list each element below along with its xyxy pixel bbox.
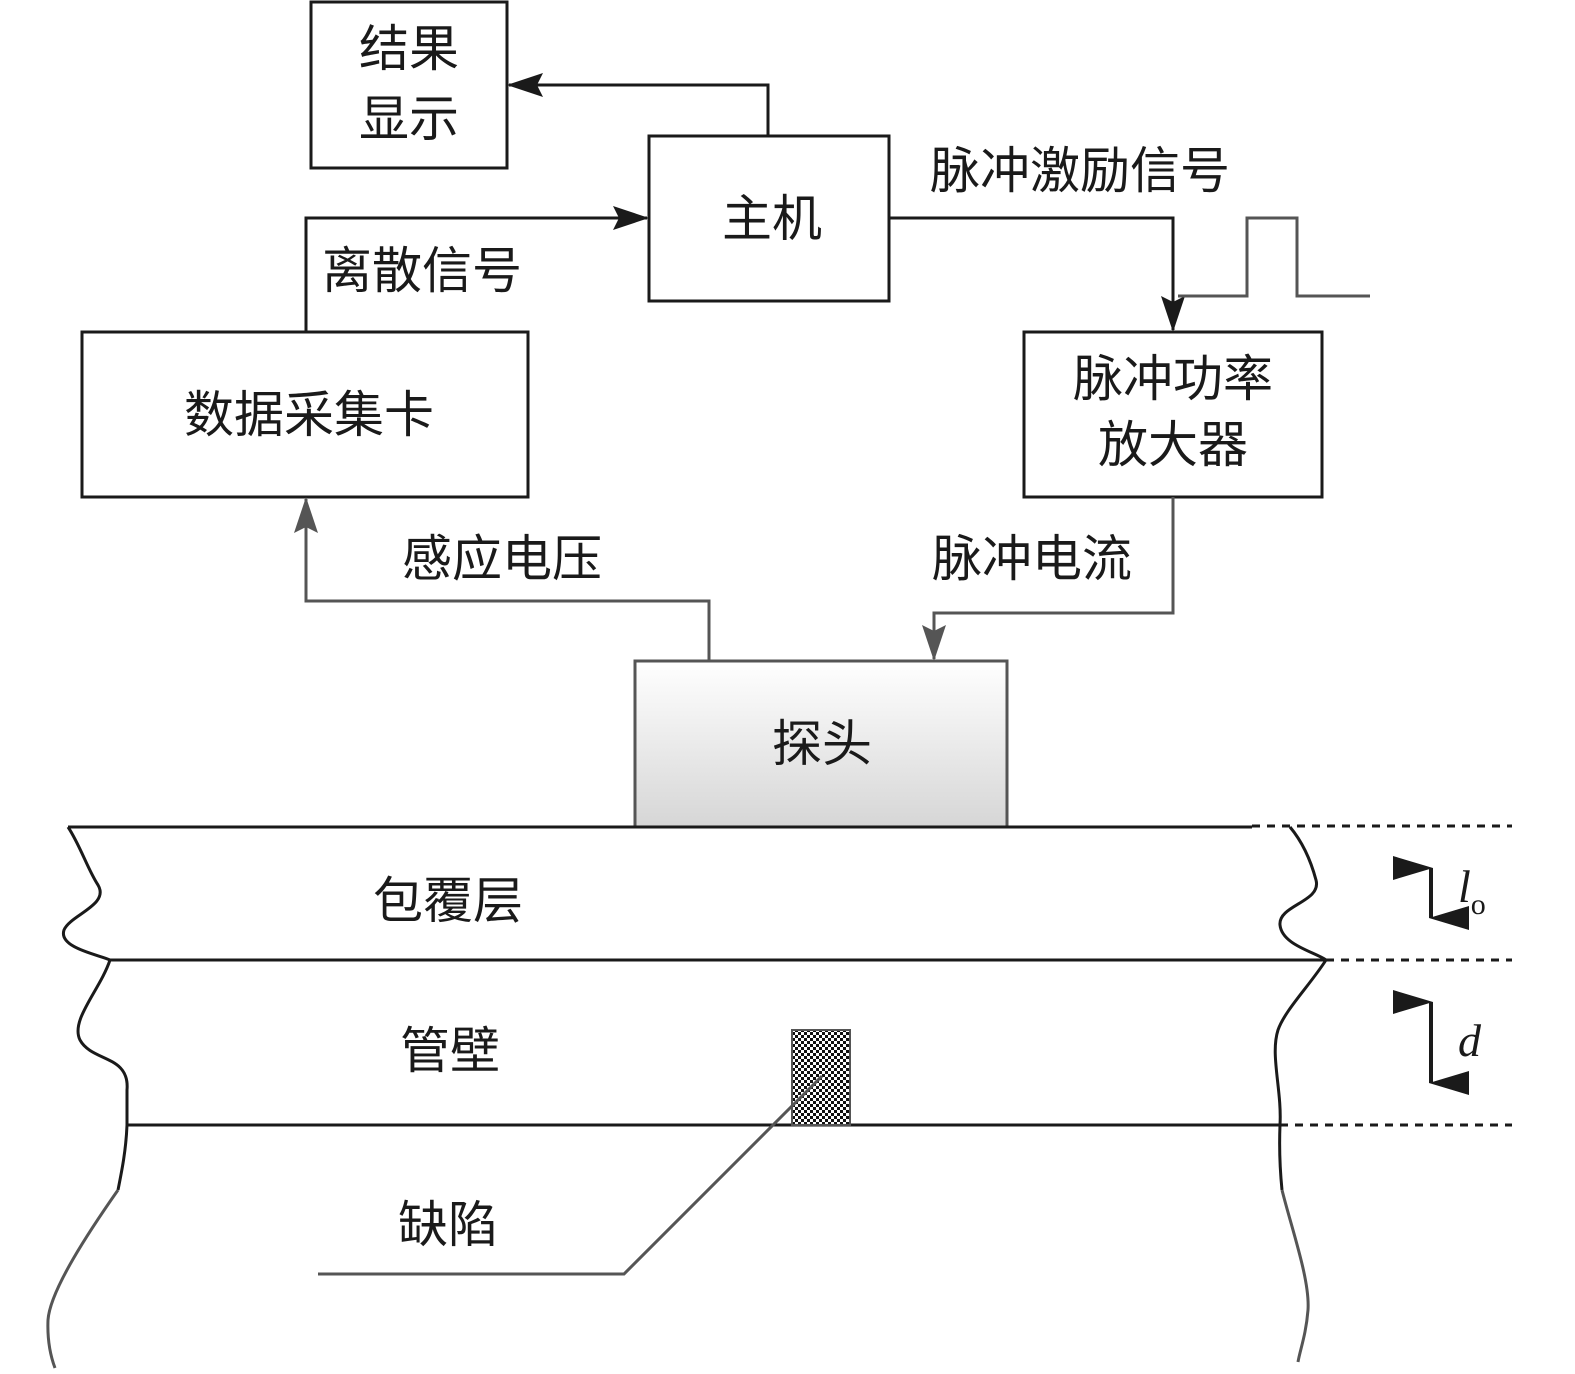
pipe-wall-label: 管壁 [400, 1022, 500, 1080]
defect-label: 缺陷 [398, 1196, 498, 1254]
discrete-signal-label: 离散信号 [322, 242, 522, 300]
host-block: 主机 [647, 134, 891, 303]
result-display-label-1: 结果 [359, 20, 459, 78]
pulse-amplifier-label-1: 脉冲功率 [1073, 350, 1273, 408]
amplifier-to-probe-arrow [922, 497, 1175, 661]
left-break-wall [76, 959, 129, 1191]
probe-label: 探头 [772, 715, 872, 773]
wall-thickness-symbol: d [1458, 1015, 1482, 1066]
pulse-excitation-label: 脉冲激励信号 [930, 142, 1230, 200]
result-display-label-2: 显示 [359, 90, 459, 148]
right-break-lower [1280, 1189, 1310, 1363]
pulse-current-label: 脉冲电流 [932, 530, 1132, 588]
left-break-cladding [62, 826, 111, 962]
pulse-amplifier-block: 脉冲功率 放大器 [1022, 330, 1324, 499]
right-break-cladding [1278, 826, 1327, 962]
daq-card-label: 数据采集卡 [184, 386, 434, 444]
probe-block: 探头 [633, 659, 1009, 829]
host-label: 主机 [722, 190, 822, 248]
cladding-thickness-symbol: lo [1458, 861, 1486, 921]
cladding-label: 包覆层 [373, 872, 523, 930]
host-to-amplifier-arrow [889, 216, 1185, 332]
right-break-wall [1273, 959, 1328, 1191]
daq-to-host-arrow [304, 206, 649, 332]
defect-leader-line [318, 1074, 824, 1276]
left-break-lower [46, 1189, 120, 1369]
pulse-waveform-icon [1178, 216, 1370, 298]
daq-card-block: 数据采集卡 [80, 330, 530, 499]
probe-to-daq-arrow [294, 497, 711, 661]
host-to-display-arrow [507, 73, 770, 136]
result-display-block: 结果 显示 [309, 0, 509, 170]
induced-voltage-label: 感应电压 [402, 530, 602, 588]
pulse-amplifier-label-2: 放大器 [1098, 416, 1248, 474]
